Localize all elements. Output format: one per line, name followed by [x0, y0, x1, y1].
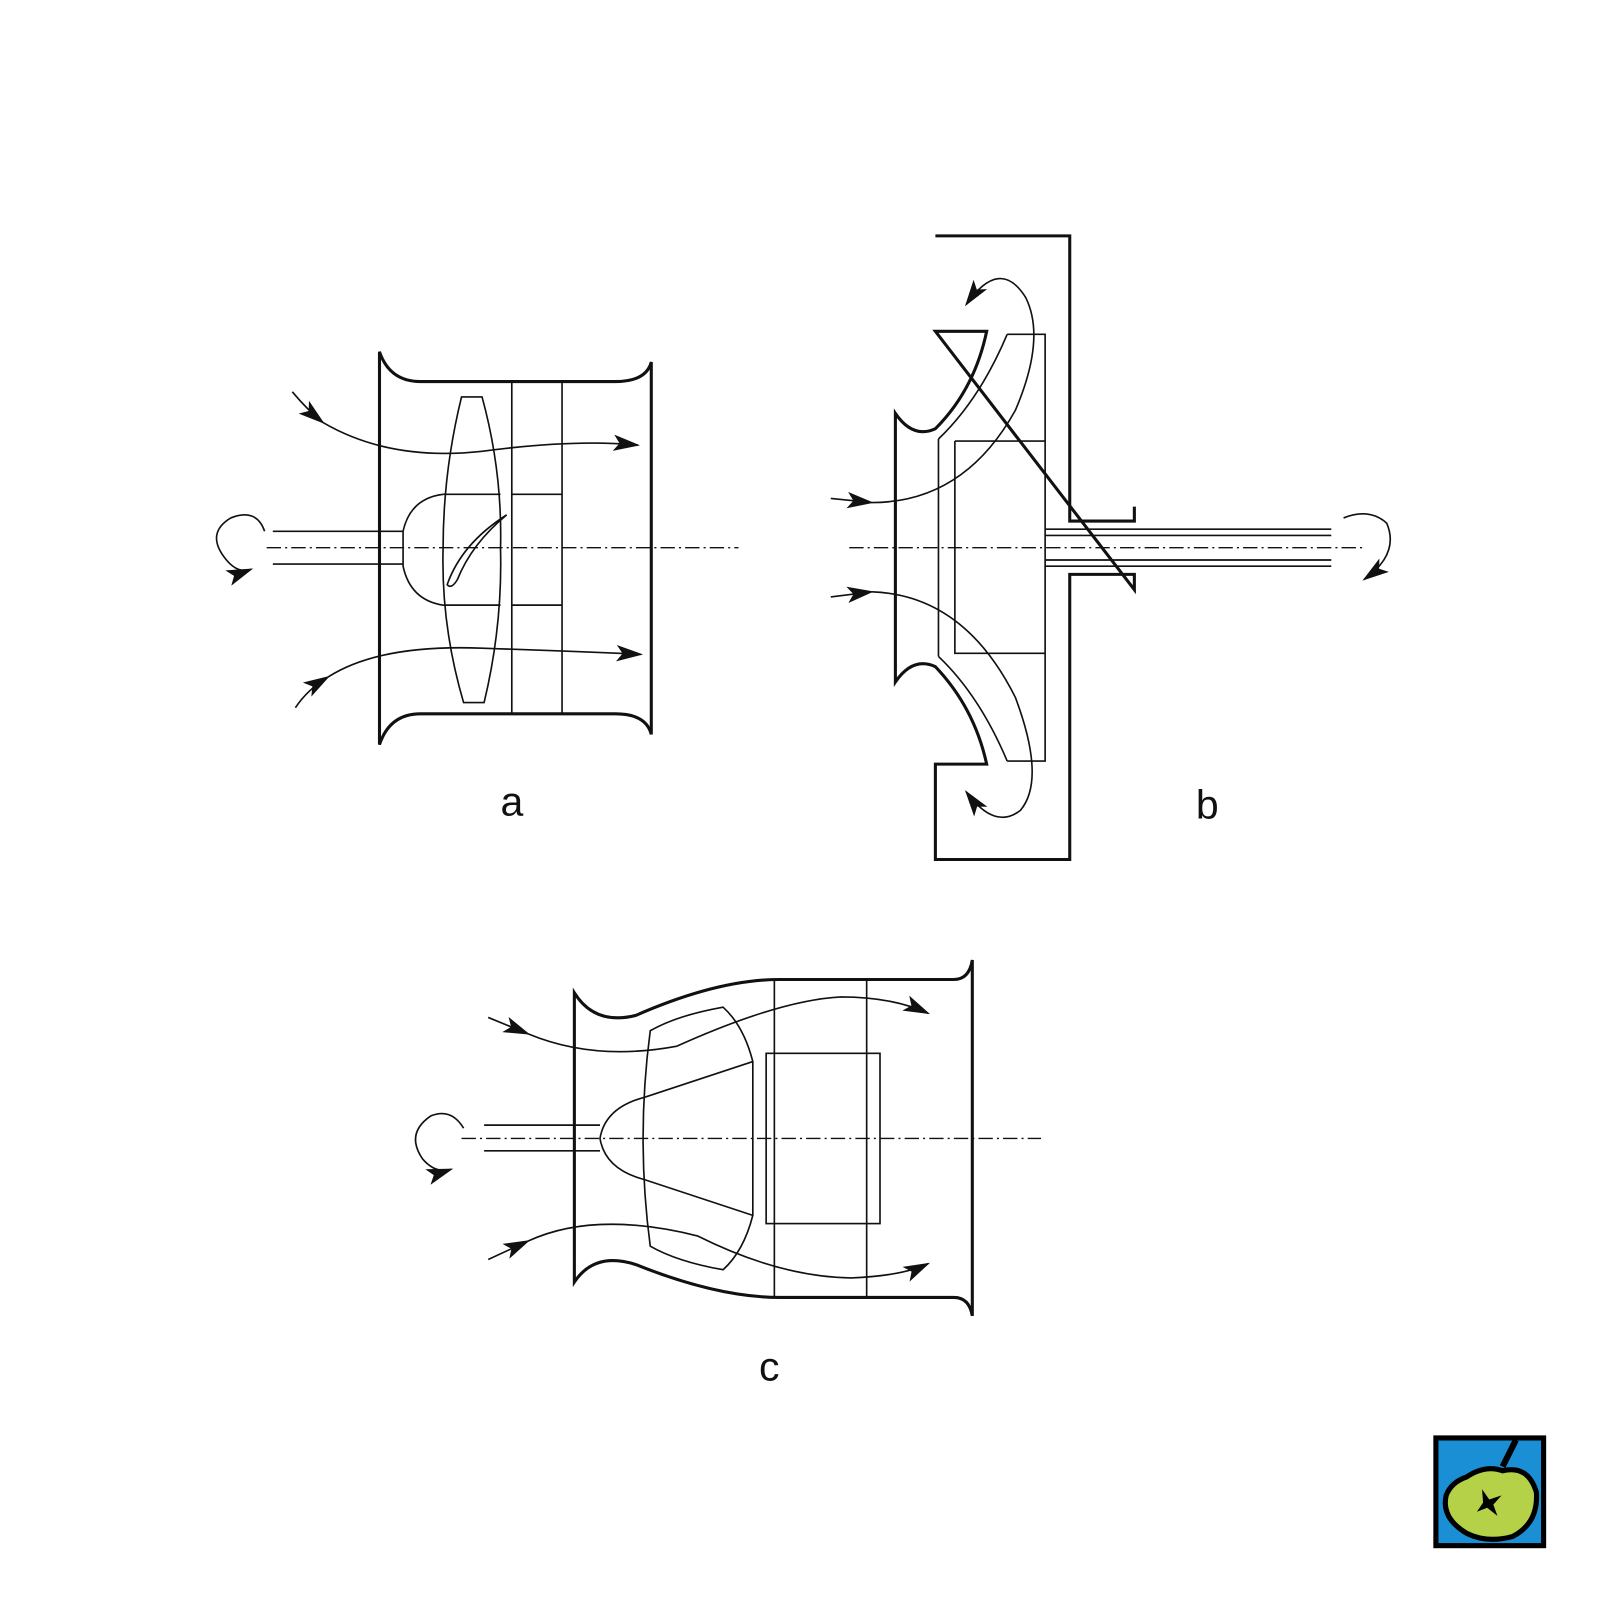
figure-b-centrifugal-fan: b — [830, 234, 1391, 862]
figure-a-label: a — [501, 778, 524, 824]
figure-c-label: c — [759, 1344, 780, 1390]
figure-b-label: b — [1196, 781, 1219, 827]
figure-a-axial-fan: a — [215, 351, 739, 824]
figure-c-mixed-flow-fan: c — [414, 959, 1042, 1390]
apple-logo — [1433, 1435, 1547, 1549]
